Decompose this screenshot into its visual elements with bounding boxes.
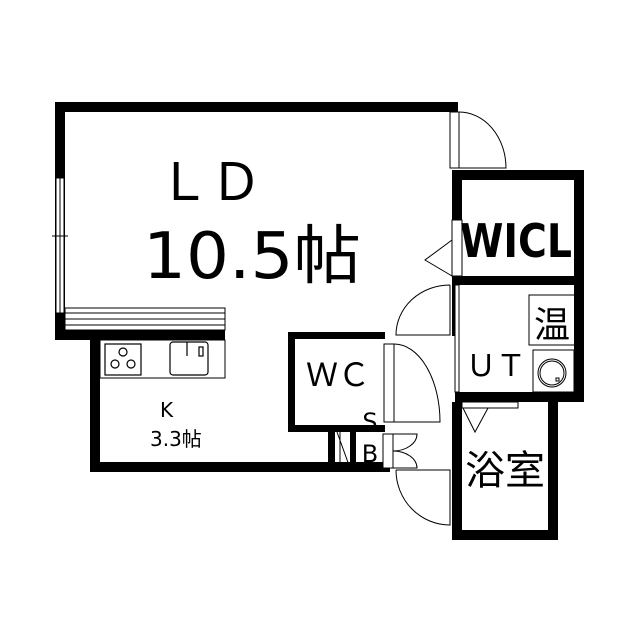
wicl-label: WICL: [460, 214, 572, 268]
kitchen-counter: [64, 307, 226, 379]
k-label: K: [160, 398, 174, 422]
wc-label: ＷＣ: [306, 356, 370, 394]
water-heater-label: 温: [534, 305, 570, 346]
water-heater-box: [528, 294, 576, 346]
walls: [55, 102, 584, 540]
sb-b-label: B: [362, 440, 378, 468]
doors: [336, 111, 519, 526]
sink-icon: [169, 341, 209, 376]
sb-s-label: S: [362, 408, 377, 436]
ut-label: ＵＴ: [466, 349, 526, 384]
ld-size: 10.5帖: [143, 220, 361, 294]
ld-label: ＬＤ: [158, 153, 262, 213]
washer-icon: [532, 349, 575, 393]
window: [52, 177, 68, 314]
stove-icon: [104, 343, 142, 376]
bath-label: 浴室: [465, 448, 545, 494]
k-size: 3.3帖: [150, 427, 202, 451]
